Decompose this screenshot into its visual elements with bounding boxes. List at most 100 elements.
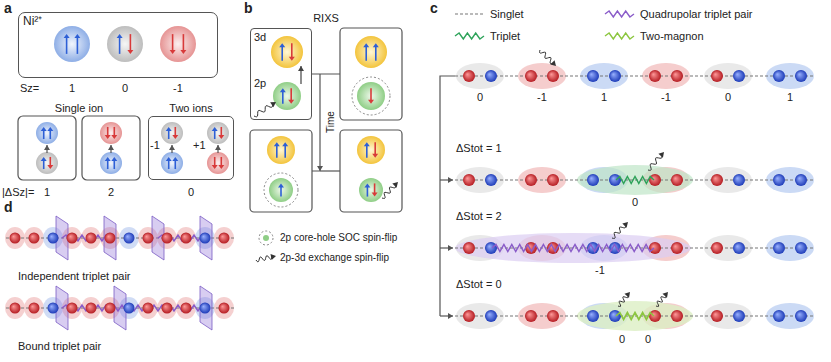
spin-arrowhead (274, 142, 280, 146)
spin-ball (10, 233, 21, 244)
flow-line (312, 74, 340, 171)
spin-arrowhead (282, 142, 288, 146)
arrowhead (448, 177, 453, 183)
spin-ball (587, 310, 599, 322)
spin-arrowhead (289, 57, 295, 61)
label: |ΔSz|= (2, 186, 34, 198)
spin-ball (48, 303, 59, 314)
spin-arrowhead (364, 142, 370, 146)
spin-arrowhead (180, 50, 186, 54)
panel-box (18, 116, 76, 180)
photon-arrowhead (271, 254, 276, 260)
spin-ball (649, 242, 661, 254)
spin-ball (547, 70, 559, 82)
label: -1 (661, 91, 671, 103)
panel-box (340, 28, 402, 120)
spin-ball (525, 174, 537, 186)
label: Bound triplet pair (18, 340, 101, 352)
spin-ball (67, 233, 78, 244)
arrowhead (448, 313, 453, 319)
triplet-zigzag (616, 177, 654, 184)
two-magnon-zigzag (616, 313, 654, 320)
spin-arrow (281, 46, 283, 61)
spin-ball (649, 70, 661, 82)
spin-arrow (183, 34, 185, 51)
legend-text: Triplet (490, 30, 520, 42)
spin-ball (795, 70, 807, 82)
panel-box: -1+1 (148, 116, 234, 180)
photon-wave (254, 104, 273, 117)
panel-letter: b (244, 1, 253, 16)
photon-arrowhead (622, 222, 628, 228)
label: 0 (188, 186, 194, 198)
label: Time (325, 111, 336, 133)
spin-ball (671, 242, 683, 254)
spin-arrowhead (373, 43, 379, 47)
label: 1 (69, 82, 75, 94)
panel-box: Ni²⁺ (18, 12, 218, 78)
spin-ball (162, 233, 173, 244)
spin-arrow (66, 37, 68, 54)
spin-arrowhead (111, 135, 117, 139)
spin-arrowhead (172, 135, 178, 139)
spin-arrowhead (127, 50, 133, 54)
spin-arrowhead (170, 50, 176, 54)
spin-ball (733, 310, 745, 322)
spin-ball (609, 174, 621, 186)
spin-ball (671, 174, 683, 186)
spin-arrowhead (372, 193, 378, 197)
spin-ion (355, 36, 387, 68)
spin-ball (773, 70, 785, 82)
spin-arrowhead (166, 157, 172, 161)
singlet-line (455, 179, 815, 180)
spin-ball (485, 242, 497, 254)
spin-ball (86, 303, 97, 314)
photon-arrowhead (624, 292, 630, 298)
spin-ion (100, 122, 122, 144)
spin-arrow (367, 186, 369, 196)
spin-arrow (366, 145, 368, 157)
spin-arrow (370, 88, 372, 100)
photon-arrowhead (658, 152, 664, 158)
singlet-line (455, 75, 815, 76)
label: -1 (537, 91, 547, 103)
singlet-line (455, 315, 815, 316)
arrowhead (108, 145, 114, 150)
spin-ball (547, 174, 559, 186)
spin-arrow (375, 46, 377, 61)
spin-arrowhead (368, 100, 374, 104)
spin-ball (773, 242, 785, 254)
spin-ball (105, 303, 116, 314)
spin-arrow (168, 160, 170, 169)
spin-arrowhead (111, 157, 117, 161)
spin-arrow (280, 186, 282, 196)
spin-arrow (221, 157, 223, 166)
spin-arrowhead (278, 183, 284, 187)
arrowhead (44, 145, 50, 150)
photon-wave (382, 185, 396, 199)
label: 0 (645, 333, 651, 345)
label: 2 (108, 186, 114, 198)
box-label: 2p (254, 77, 266, 89)
spin-ball (86, 233, 97, 244)
spin-arrow (214, 130, 216, 139)
spin-ion (54, 26, 90, 62)
legend-text: Singlet (490, 8, 524, 20)
legend-text: 2p-3d exchange spin-flip (280, 252, 389, 263)
spin-arrowhead (218, 135, 224, 139)
spin-ball (609, 310, 621, 322)
arrowhead (169, 145, 175, 150)
spin-ball (219, 233, 230, 244)
bracket-line (440, 76, 455, 316)
label: 1 (787, 91, 793, 103)
spin-ball (463, 70, 475, 82)
spin-arrowhead (218, 165, 224, 169)
spin-ball (29, 233, 40, 244)
spin-arrowhead (363, 43, 369, 47)
spin-ion (271, 36, 303, 68)
label: ΔStot = 0 (456, 278, 502, 290)
spin-ball (671, 310, 683, 322)
arrowhead (215, 145, 221, 150)
photon-arrowhead (550, 60, 556, 66)
